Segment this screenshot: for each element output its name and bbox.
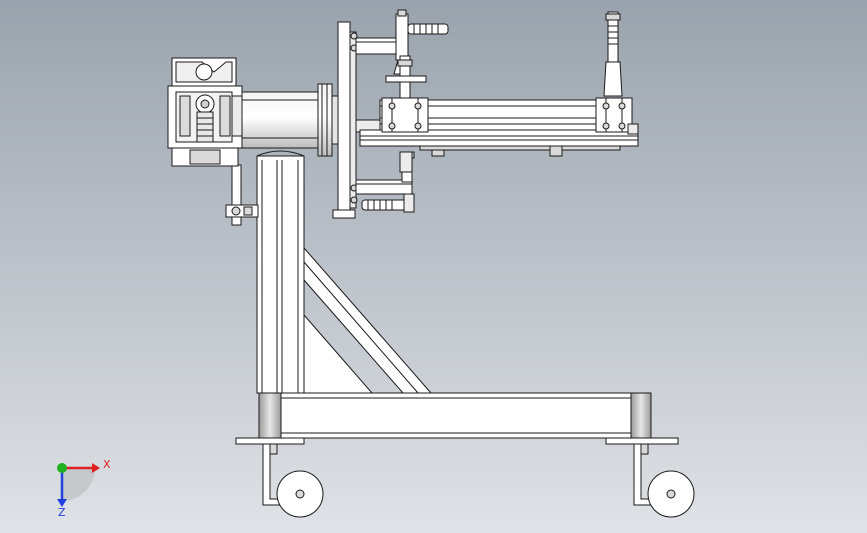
diagonal-brace[interactable]	[303, 246, 433, 394]
gear-reducer[interactable]	[167, 57, 245, 167]
fixture-beam[interactable]	[355, 99, 639, 173]
x-axis-label: X	[103, 458, 111, 471]
caster-left[interactable]	[262, 443, 324, 518]
base-frame[interactable]	[235, 392, 679, 445]
crank-arm[interactable]	[225, 164, 259, 226]
bearing-housing[interactable]	[241, 83, 339, 157]
toggle-clamp-left[interactable]	[381, 55, 429, 133]
caster-right[interactable]	[633, 443, 695, 518]
toggle-clamp-right[interactable]	[595, 11, 639, 135]
face-plate[interactable]	[332, 21, 358, 219]
orientation-triad: X Z	[57, 458, 111, 519]
vertical-column[interactable]	[256, 150, 305, 394]
z-axis-label: Z	[58, 506, 66, 519]
